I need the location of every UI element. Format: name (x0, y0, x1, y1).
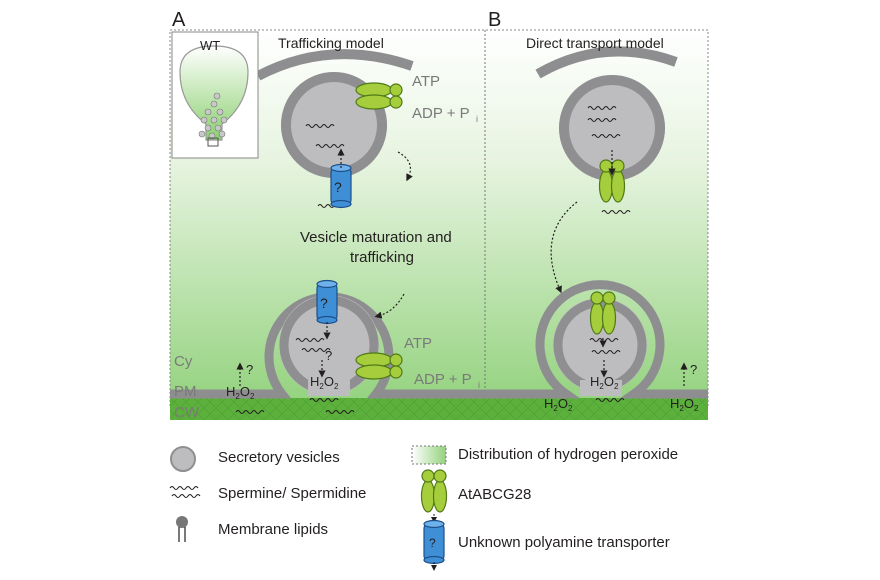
fusion-pore-b (580, 380, 622, 396)
question-a-vesicle: ? (325, 348, 332, 363)
legend-unknown-question: ? (429, 536, 436, 550)
arrow-a-top-curve (397, 151, 413, 182)
legend-h2o2-swatch (411, 445, 447, 465)
svg-text:H2O2: H2O2 (670, 396, 699, 413)
wt-zoom-box (207, 137, 219, 147)
cell-wall (170, 398, 708, 420)
h2o2-b-wall: H2O2 (544, 396, 573, 413)
legend-atabcg28: AtABCG28 (458, 486, 532, 503)
atabcg28-a-bottom (355, 352, 403, 380)
direct-transport-model-title: Direct transport model (526, 35, 664, 51)
maturation-line2: trafficking (350, 249, 414, 266)
legend-polyamine-icon-2 (171, 493, 201, 499)
adp-label-top: ADP + P (412, 105, 470, 122)
wt-inset-label: WT (200, 38, 220, 53)
trafficking-model-title: Trafficking model (278, 35, 384, 51)
vesicle-b-top-ring (559, 75, 665, 181)
panel-letter-b: B (488, 9, 501, 31)
atp-label-top: ATP (412, 73, 440, 90)
svg-text:H2O2: H2O2 (544, 396, 573, 413)
pollen-tube-tip (179, 45, 249, 141)
legend-membrane-lipids: Membrane lipids (218, 521, 329, 538)
question-unknown-bottom: ? (320, 295, 328, 311)
h2o2-left: H2O2 (226, 384, 255, 401)
maturation-line1: Vesicle maturation and (300, 229, 452, 246)
question-a-left: ? (246, 362, 253, 377)
panels-border (169, 29, 709, 407)
svg-text:H2O2: H2O2 (310, 374, 339, 391)
legend-h2o2-distribution: Distribution of hydrogen peroxide (458, 446, 679, 463)
label-cy: Cy (174, 353, 193, 370)
legend-atabcg28-icon (420, 469, 448, 513)
h2o2-b-vesicle: H2O2 (590, 374, 619, 391)
h2o2-right: H2O2 (670, 396, 699, 413)
legend-secretory-vesicles: Secretory vesicles (218, 449, 340, 466)
legend-polyamine-icon-1 (169, 485, 199, 491)
legend-lipid-icon (176, 516, 188, 542)
panel-letter-a: A (172, 9, 186, 31)
atp-label-bottom: ATP (404, 335, 432, 352)
svg-text:H2O2: H2O2 (590, 374, 619, 391)
adp-sub-top: i (476, 114, 478, 124)
golgi-arc-b (535, 46, 678, 79)
atabcg28-a-top (355, 82, 403, 110)
arrow-b-traffic (550, 201, 578, 294)
label-pm: PM (174, 383, 197, 400)
legend-vesicle-icon (170, 446, 196, 472)
legend-unknown-transporter: Unknown polyamine transporter (458, 534, 670, 551)
label-cw: CW (174, 404, 200, 421)
legend-spermine: Spermine/ Spermidine (218, 485, 367, 502)
adp-sub-bottom: i (478, 380, 480, 390)
adp-label-bottom: ADP + P (414, 371, 472, 388)
question-unknown-top: ? (334, 179, 342, 195)
wt-vesicle-cluster (198, 92, 228, 140)
arrow-a-maturation (374, 293, 405, 319)
fusion-pore-a (308, 380, 350, 396)
svg-text:H2O2: H2O2 (226, 384, 255, 401)
question-b-right: ? (690, 362, 697, 377)
vesicle-a-bottom (279, 295, 379, 395)
h2o2-a-vesicle: H2O2 (310, 374, 339, 391)
vesicle-b-top (559, 75, 665, 181)
plasma-membrane (170, 280, 708, 399)
golgi-arc-a (255, 49, 414, 81)
